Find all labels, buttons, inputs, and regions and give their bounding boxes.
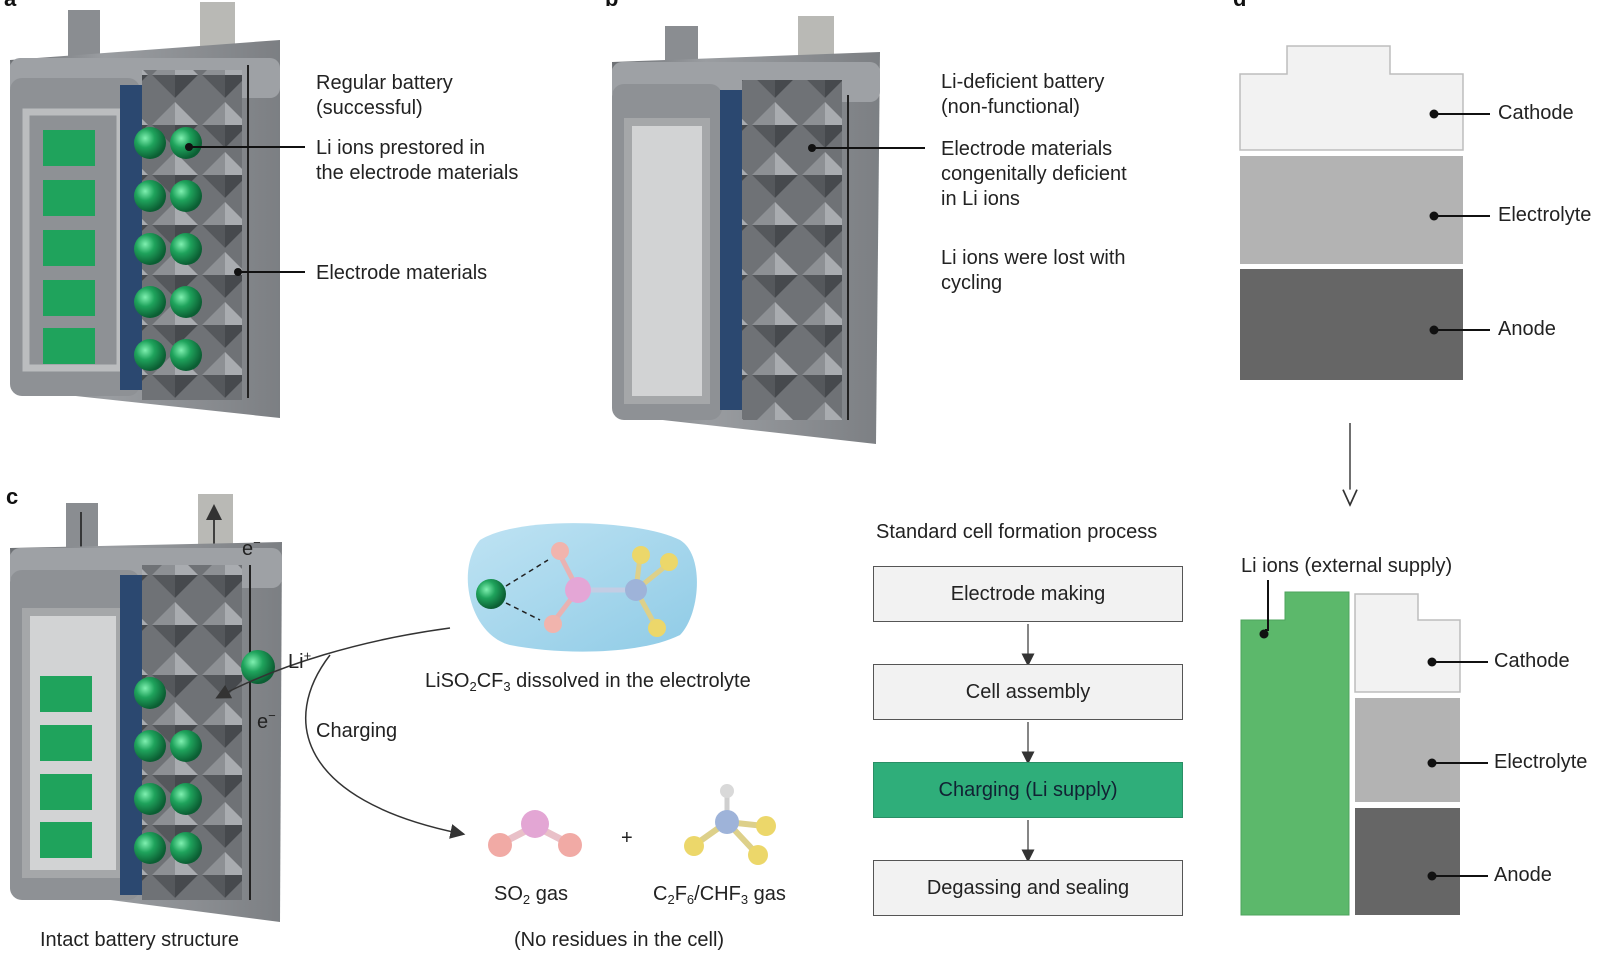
charging-label: Charging xyxy=(316,720,398,742)
liso2cf3-molecule xyxy=(467,523,697,652)
panel-b-note-1: Li ions were lost with xyxy=(941,247,1126,269)
panel-b-title-1: Li-deficient battery xyxy=(941,71,1105,93)
panel-a-title-2: (successful) xyxy=(316,97,423,119)
label-anode-top: Anode xyxy=(1498,318,1556,340)
panel-b-note-2: cycling xyxy=(941,272,1003,294)
panel-label-d: d xyxy=(1233,0,1246,12)
panel-a-title-1: Regular battery xyxy=(316,72,453,94)
fluorocarbon-gas-label: C2F6/CHF3 gas xyxy=(653,883,786,907)
panel-b-callout-2: congenitally deficient xyxy=(941,163,1127,185)
li-ion-label: Li+ xyxy=(288,648,312,673)
panel-a-callout-1b: the electrode materials xyxy=(316,162,519,184)
panel-label-c: c xyxy=(6,484,19,509)
battery-c xyxy=(10,494,282,922)
label-cathode-top: Cathode xyxy=(1498,102,1574,124)
step-charging-li-supply: Charging (Li supply) xyxy=(873,762,1183,818)
step-degassing-sealing: Degassing and sealing xyxy=(873,860,1183,916)
panel-b-callout-3: in Li ions xyxy=(941,188,1020,210)
label-cathode-bottom: Cathode xyxy=(1494,650,1570,672)
label-electrolyte-bottom: Electrolyte xyxy=(1494,751,1588,773)
so2-gas-label: SO2 gas xyxy=(494,883,568,907)
battery-a xyxy=(10,2,305,418)
panel-a-callout-1a: Li ions prestored in xyxy=(316,137,485,159)
step-electrode-making: Electrode making xyxy=(873,566,1183,622)
li-supply-label: Li ions (external supply) xyxy=(1241,555,1453,577)
electron-label-bottom: e− xyxy=(257,708,276,733)
li-ion-balls-a xyxy=(134,127,202,371)
salt-label: LiSO2CF3 dissolved in the electrolyte xyxy=(425,670,751,694)
panel-b-title-2: (non-functional) xyxy=(941,96,1080,118)
plus-sign: + xyxy=(621,827,633,849)
panel-b-callout-1: Electrode materials xyxy=(941,138,1113,160)
chf3-molecule xyxy=(684,784,776,865)
panel-label-b: b xyxy=(605,0,618,12)
so2-molecule xyxy=(488,810,582,857)
process-title: Standard cell formation process xyxy=(876,521,1158,543)
panel-a-callout-2: Electrode materials xyxy=(316,262,488,284)
electron-label-top: e− xyxy=(242,535,261,560)
cell-layers-bottom xyxy=(1240,580,1488,916)
panel-c-caption: Intact battery structure xyxy=(40,929,239,951)
cell-layers-top xyxy=(1239,45,1490,380)
battery-b xyxy=(612,16,925,444)
step-cell-assembly: Cell assembly xyxy=(873,664,1183,720)
residue-note: (No residues in the cell) xyxy=(514,929,725,951)
li-supply-arrow xyxy=(215,627,451,699)
label-electrolyte-top: Electrolyte xyxy=(1498,204,1592,226)
panel-label-a: a xyxy=(4,0,16,12)
decomposition-arrow xyxy=(304,654,466,839)
li-ion-balls-c xyxy=(134,677,202,864)
label-anode-bottom: Anode xyxy=(1494,864,1552,886)
